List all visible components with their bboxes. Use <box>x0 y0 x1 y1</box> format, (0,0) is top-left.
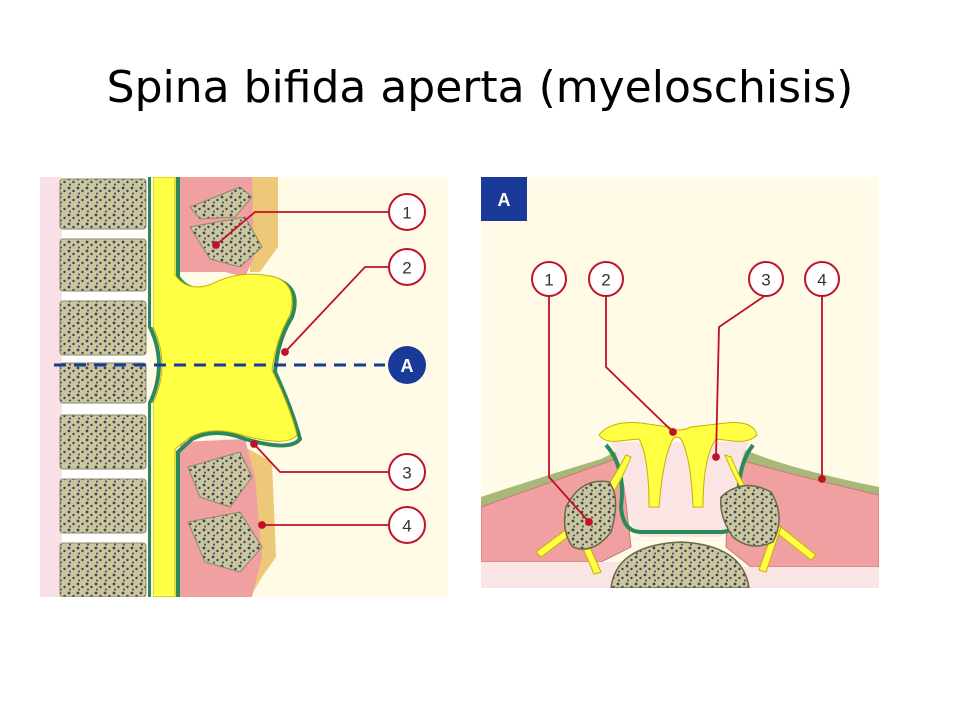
callout-4-right: 4 <box>804 261 840 297</box>
transverse-section-svg: A 1 <box>481 177 879 588</box>
neural-canal <box>611 442 749 537</box>
section-marker-A: A <box>388 346 426 384</box>
vertebral-column <box>59 177 147 597</box>
svg-text:4: 4 <box>817 271 826 290</box>
svg-text:3: 3 <box>402 464 411 483</box>
spinal-cord <box>152 177 298 597</box>
spinous-process-2 <box>189 216 263 268</box>
callout-4-left: 4 <box>388 506 426 544</box>
svg-text:3: 3 <box>761 271 770 290</box>
callout-2-right: 2 <box>588 261 624 297</box>
sagittal-section-svg: A 1 2 3 4 <box>40 177 448 597</box>
callout-lines-left <box>212 211 388 529</box>
transverse-section-diagram: A 1 <box>481 177 879 588</box>
callout-2-left: 2 <box>388 248 426 286</box>
svg-text:2: 2 <box>601 271 610 290</box>
section-badge-A: A <box>481 177 527 221</box>
callout-3-right: 3 <box>748 261 784 297</box>
spinous-process-4 <box>187 511 263 573</box>
spinous-process-3 <box>187 451 253 508</box>
vertebral-arch-right <box>720 484 780 547</box>
vertebral-body <box>610 541 750 588</box>
svg-text:1: 1 <box>402 204 411 223</box>
neural-plate <box>598 422 758 508</box>
svg-text:4: 4 <box>402 517 411 536</box>
svg-text:2: 2 <box>402 259 411 278</box>
svg-text:1: 1 <box>544 271 553 290</box>
sagittal-section-diagram: A 1 2 3 4 <box>40 177 448 597</box>
spinous-process-1 <box>189 186 253 220</box>
svg-text:A: A <box>401 356 414 376</box>
svg-text:A: A <box>498 190 511 210</box>
anterior-tissue <box>40 177 62 597</box>
callout-1-left: 1 <box>388 193 426 231</box>
callout-1-right: 1 <box>531 261 567 297</box>
vertebral-arch-left <box>563 480 617 550</box>
callout-3-left: 3 <box>388 453 426 491</box>
slide-title: Spina bifida aperta (myeloschisis) <box>106 62 854 113</box>
callout-lines-right <box>548 294 826 526</box>
